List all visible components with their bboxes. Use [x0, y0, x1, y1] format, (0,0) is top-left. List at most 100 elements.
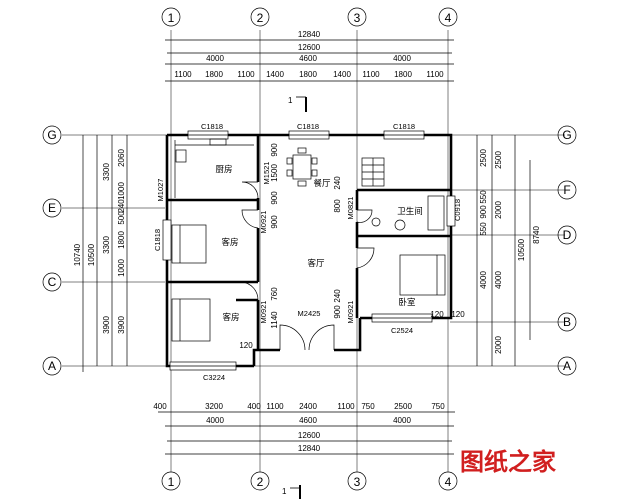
- bed-guest-1: [171, 224, 207, 264]
- top-dimensions: 12840 12600 4000 4600 4000 1100 1800 110…: [165, 30, 454, 82]
- dim-text: 1000: [117, 259, 126, 277]
- dim-text: 550: [479, 222, 488, 236]
- axis-label: 2: [257, 475, 264, 489]
- left-dimensions: 10740 10500 3300 3300 3900 2060 1000 240…: [73, 135, 128, 372]
- dim-text: 1800: [205, 70, 223, 79]
- dim-text: 1400: [333, 70, 351, 79]
- room-labels: 厨房 餐厅 客房 客厅 卫生间 客房 卧室: [215, 164, 422, 322]
- dim-text: 2400: [299, 402, 317, 411]
- dim-text: 1800: [394, 70, 412, 79]
- door-label: M0921: [259, 301, 268, 324]
- axis-label: E: [48, 201, 56, 215]
- door-label: M0921: [346, 301, 355, 324]
- dim-text: 10500: [87, 243, 96, 266]
- window-bath: [446, 195, 456, 227]
- axis-label: 1: [168, 11, 175, 25]
- axis-bubble-right-B: [557, 312, 577, 332]
- door-label: M1521: [262, 162, 271, 185]
- dim-text: 4000: [393, 54, 411, 63]
- dim-text: 1800: [299, 70, 317, 79]
- axis-label: B: [563, 315, 571, 329]
- axis-label: A: [563, 359, 571, 373]
- axis-bubble-left-C: [42, 272, 62, 292]
- axis-bubble-bottom-4: [438, 471, 458, 491]
- dim-text: 1100: [337, 402, 355, 411]
- dim-text: 3900: [117, 316, 126, 334]
- dim-text: 3900: [102, 316, 111, 334]
- dim-text: 1140: [270, 311, 279, 329]
- watermark: 图纸之家: [460, 448, 556, 476]
- dim-text: 4600: [299, 416, 317, 425]
- dim-text: 1100: [362, 70, 380, 79]
- bed-guest-2: [171, 298, 211, 342]
- axis-bubble-top-4: [438, 7, 458, 27]
- dim-text: 10740: [73, 243, 82, 266]
- dim-text: 120: [430, 310, 444, 319]
- dim-text: 500: [117, 211, 126, 225]
- dim-text: 1100: [426, 70, 444, 79]
- dim-text: 4600: [299, 54, 317, 63]
- axis-label: G: [562, 128, 571, 142]
- section-mark-bottom: 1: [282, 487, 287, 496]
- axis-label: 3: [354, 475, 361, 489]
- axis-label: 2: [257, 11, 264, 25]
- axis-bubbles: 1 2 3 4 1 2 3 4 G E C A G F D B A: [42, 7, 577, 491]
- dim-text: 400: [153, 402, 167, 411]
- axis-bubble-right-F: [557, 180, 577, 200]
- room-label-guest-2: 客房: [222, 312, 239, 322]
- axis-bubble-top-1: [161, 7, 181, 27]
- dim-text: 4000: [479, 271, 488, 289]
- dim-text: 240: [333, 289, 342, 303]
- dim-text: 1800: [117, 231, 126, 249]
- room-label-dining: 餐厅: [313, 178, 331, 188]
- axis-bubble-bottom-1: [161, 471, 181, 491]
- bath-fixtures: [371, 195, 445, 231]
- top-windows: C1818 C1818 C1818: [187, 122, 425, 140]
- axis-bubble-top-3: [347, 7, 367, 27]
- dim-text: 120: [451, 310, 465, 319]
- dim-text: 1100: [237, 70, 255, 79]
- dim-text: 3300: [102, 163, 111, 181]
- dining-table: [286, 147, 318, 187]
- axis-label: 3: [354, 11, 361, 25]
- dim-text: 3300: [102, 236, 111, 254]
- dim-text: 12840: [298, 444, 321, 453]
- dim-text: 12600: [298, 43, 321, 52]
- dim-text: 2500: [479, 149, 488, 167]
- axis-label: 4: [445, 11, 452, 25]
- dim-text: 12600: [298, 431, 321, 440]
- axis-label: A: [48, 359, 56, 373]
- door-label: M0921: [259, 211, 268, 234]
- stairs: [361, 157, 385, 187]
- dim-text: 900: [270, 191, 279, 205]
- bed-master: [399, 254, 446, 296]
- window-label: C1818: [297, 122, 319, 131]
- dim-text: 2500: [394, 402, 412, 411]
- kitchen-fixtures: [174, 138, 254, 198]
- room-label-bath: 卫生间: [397, 206, 423, 216]
- door-label: M0821: [346, 197, 355, 220]
- axis-bubble-left-A: [42, 356, 62, 376]
- dim-text: 900: [270, 215, 279, 229]
- axis-label: 1: [168, 475, 175, 489]
- room-label-guest-1: 客房: [221, 237, 238, 247]
- axis-label: 4: [445, 475, 452, 489]
- dim-text: 800: [333, 199, 342, 213]
- dim-text: 900: [479, 205, 488, 219]
- window-label: C3224: [203, 373, 225, 382]
- dim-text: 900: [270, 143, 279, 157]
- dim-text: 1500: [270, 164, 279, 182]
- dim-text: 2060: [117, 149, 126, 167]
- axis-label: F: [563, 183, 570, 197]
- door-label: M1027: [156, 179, 165, 202]
- room-label-master: 卧室: [398, 297, 416, 307]
- dim-text: 750: [361, 402, 375, 411]
- axis-bubble-right-A: [557, 356, 577, 376]
- window-label: C2524: [391, 326, 413, 335]
- interior-dims: 900 1500 240 900 800 900 1140 760 240 90…: [239, 143, 465, 350]
- axis-label: G: [47, 128, 56, 142]
- axis-bubble-bottom-3: [347, 471, 367, 491]
- axis-bubble-right-D: [557, 225, 577, 245]
